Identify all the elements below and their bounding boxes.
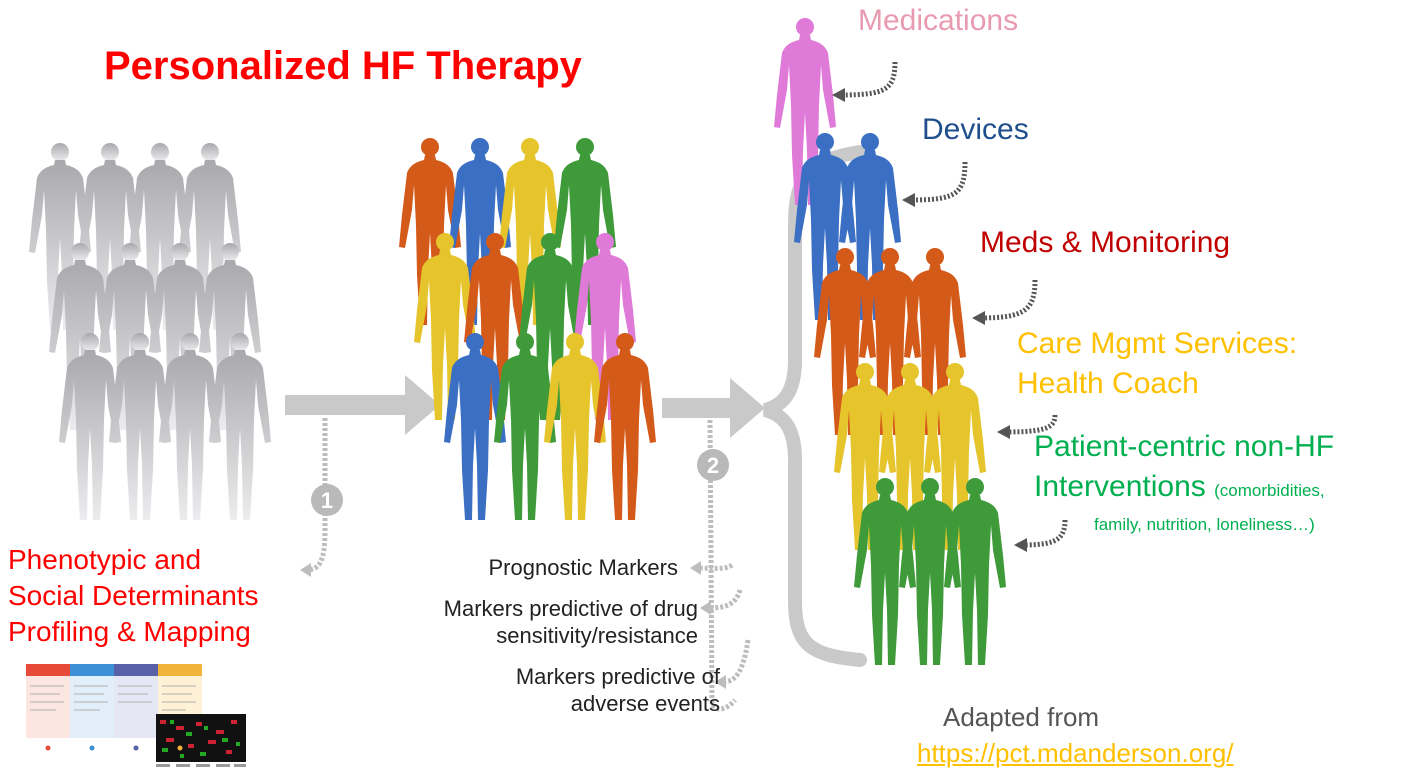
label-phenotyping: Phenotypic and Social Determinants Profi… [8, 542, 259, 650]
stratified-patient-crowd [399, 138, 656, 520]
adverse-markers-line-1: Markers predictive of [515, 664, 720, 689]
cluster-heatmap-thumbnail [26, 664, 246, 767]
dotted-branch-step1 [304, 418, 328, 573]
label-medications: Medications [858, 4, 1019, 37]
interventions-text: Interventions [1034, 470, 1206, 503]
dotted-arrow-patient-centric [1021, 519, 1068, 548]
label-drug-markers: Markers predictive of drug sensitivity/r… [358, 595, 698, 649]
interventions-note: (comorbidities, [1214, 481, 1325, 500]
adverse-markers-line-2: adverse events [570, 691, 720, 716]
dotted-arrow-medications [839, 61, 898, 98]
drug-markers-line-1: Markers predictive of drug [443, 596, 698, 621]
unstratified-patient-crowd [29, 143, 271, 520]
source-link[interactable]: https://pct.mdanderson.org/ [917, 738, 1234, 768]
dotted-branch-step2 [707, 419, 737, 712]
drug-markers-line-2: sensitivity/resistance [496, 623, 698, 648]
progression-arrow-1 [285, 375, 440, 435]
label-interventions-note: family, nutrition, loneliness…) [1094, 515, 1315, 534]
label-adverse-markers: Markers predictive of adverse events [400, 663, 720, 717]
page-title: Personalized HF Therapy [104, 44, 582, 88]
dotted-arrow-devices [909, 161, 968, 203]
label-health-coach: Health Coach [1017, 367, 1199, 400]
label-meds-monitoring: Meds & Monitoring [980, 226, 1231, 259]
label-devices: Devices [922, 113, 1029, 146]
dotted-arrow-care-mgmt [1004, 414, 1058, 435]
phenotyping-line-2: Social Determinants [8, 580, 259, 611]
dotted-arrow-meds-monitoring [979, 279, 1038, 321]
label-interventions: Interventions (comorbidities, [1034, 470, 1325, 504]
svg-text:2: 2 [707, 453, 719, 478]
group-patient-centric [854, 478, 1006, 665]
label-care-mgmt: Care Mgmt Services: [1017, 327, 1298, 360]
label-prognostic-markers: Prognostic Markers [488, 555, 678, 580]
phenotyping-line-3: Profiling & Mapping [8, 616, 251, 647]
svg-text:1: 1 [321, 488, 333, 513]
source-caption: Adapted from [943, 702, 1100, 732]
phenotyping-line-1: Phenotypic and [8, 544, 202, 575]
label-patient-centric: Patient-centric non-HF [1034, 430, 1335, 463]
step-1-badge: 1 [311, 484, 343, 516]
step-2-badge: 2 [697, 449, 729, 481]
progression-arrow-2 [662, 378, 765, 438]
